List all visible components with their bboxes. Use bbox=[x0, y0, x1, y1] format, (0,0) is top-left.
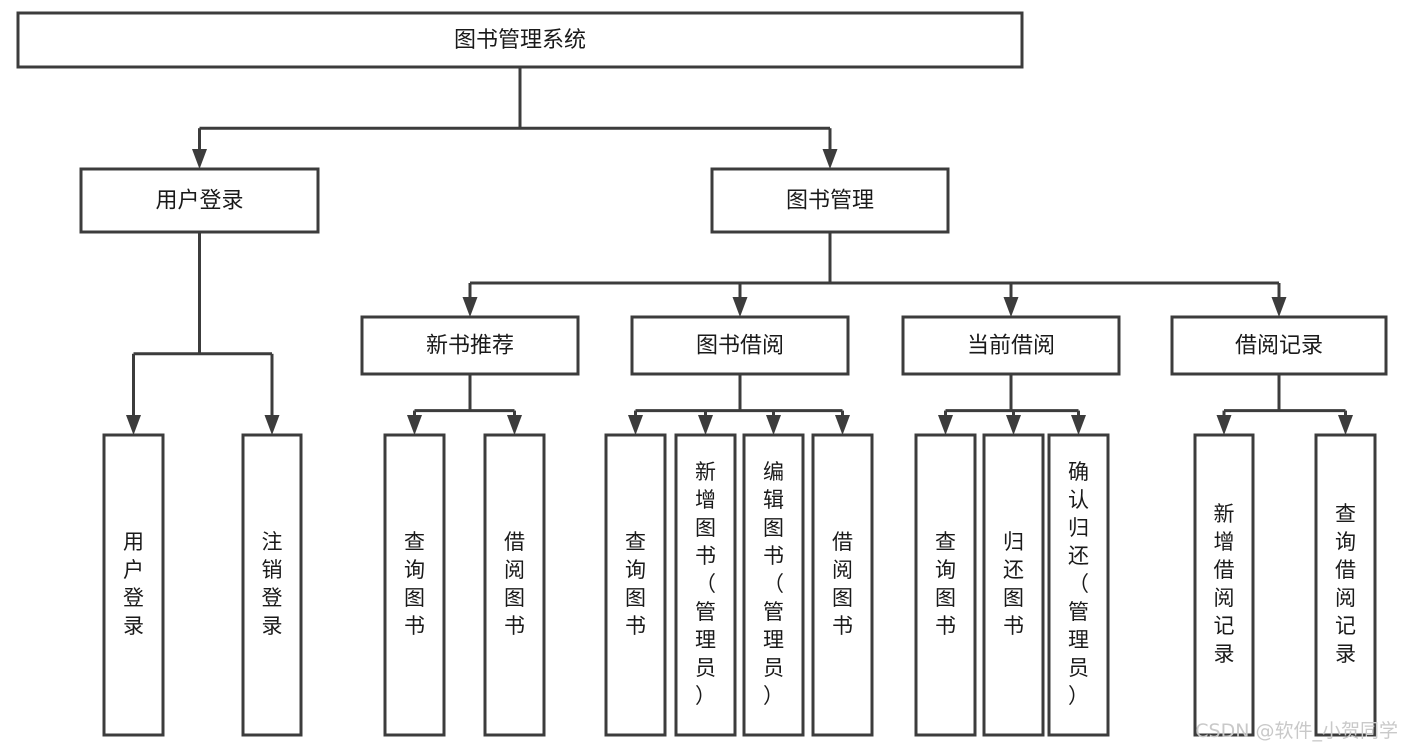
node-leaf-query-book-3[interactable]: 查询图书 bbox=[914, 433, 977, 737]
arrow-head-icon bbox=[264, 415, 280, 435]
arrow-head-icon bbox=[822, 149, 838, 169]
arrow-head-icon bbox=[407, 415, 422, 435]
arrow-head-icon bbox=[766, 415, 781, 435]
node-box[interactable] bbox=[901, 315, 1121, 376]
node-box[interactable] bbox=[710, 167, 950, 234]
node-box[interactable] bbox=[742, 433, 805, 737]
node-leaf-borrow-book-1[interactable]: 借阅图书 bbox=[483, 433, 546, 737]
arrow-head-icon bbox=[1003, 297, 1019, 317]
node-leaf-query-book-1[interactable]: 查询图书 bbox=[383, 433, 446, 737]
node-borrow-record[interactable]: 借阅记录 bbox=[1170, 315, 1388, 376]
node-label: 借阅图书 bbox=[504, 530, 525, 638]
node-leaf-return-book[interactable]: 归还图书 bbox=[982, 433, 1045, 737]
node-box[interactable] bbox=[604, 433, 667, 737]
arrow-head-icon bbox=[462, 297, 478, 317]
node-book-borrow[interactable]: 图书借阅 bbox=[630, 315, 850, 376]
node-box[interactable] bbox=[102, 433, 165, 737]
node-label: 查询图书 bbox=[404, 530, 425, 638]
arrow-head-icon bbox=[507, 415, 522, 435]
node-label: 编辑图书（管理员） bbox=[763, 460, 784, 708]
arrow-head-icon bbox=[732, 297, 748, 317]
arrow-head-icon bbox=[938, 415, 953, 435]
arrow-head-icon bbox=[1216, 415, 1232, 435]
node-label: 新增图书（管理员） bbox=[695, 460, 716, 708]
connector-layer bbox=[126, 67, 1353, 435]
watermark: CSDN @软件_小贺同学 bbox=[1195, 720, 1398, 742]
node-leaf-edit-book[interactable]: 编辑图书（管理员） bbox=[742, 433, 805, 737]
node-label: 查询图书 bbox=[625, 530, 646, 638]
node-new-book-recommend[interactable]: 新书推荐 bbox=[360, 315, 580, 376]
node-leaf-confirm-return[interactable]: 确认归还（管理员） bbox=[1047, 433, 1110, 737]
node-label: 查询图书 bbox=[935, 530, 956, 638]
node-label: 注销登录 bbox=[262, 530, 283, 638]
node-label: 用户登录 bbox=[123, 530, 144, 638]
node-label: 新书推荐 bbox=[426, 334, 514, 359]
arrow-head-icon bbox=[192, 149, 207, 169]
node-leaf-borrow-book-2[interactable]: 借阅图书 bbox=[811, 433, 874, 737]
node-box[interactable] bbox=[79, 167, 320, 234]
node-root-图书管理系统[interactable]: 图书管理系统 bbox=[16, 11, 1024, 69]
node-label: 用户登录 bbox=[155, 189, 243, 214]
node-label: 归还图书 bbox=[1003, 530, 1024, 638]
node-leaf-query-book-2[interactable]: 查询图书 bbox=[604, 433, 667, 737]
arrow-head-icon bbox=[628, 415, 643, 435]
node-box[interactable] bbox=[674, 433, 737, 737]
node-leaf-logout-login[interactable]: 注销登录 bbox=[241, 433, 303, 737]
arrow-head-icon bbox=[1006, 415, 1021, 435]
node-box[interactable] bbox=[811, 433, 874, 737]
node-label: 图书借阅 bbox=[696, 334, 784, 359]
node-leaf-add-record[interactable]: 新增借阅记录 bbox=[1193, 433, 1255, 737]
node-box[interactable] bbox=[1170, 315, 1388, 376]
node-current-borrow[interactable]: 当前借阅 bbox=[901, 315, 1121, 376]
node-label: 图书管理系统 bbox=[454, 28, 586, 53]
node-leaf-user-login[interactable]: 用户登录 bbox=[102, 433, 165, 737]
node-book-manage[interactable]: 图书管理 bbox=[710, 167, 950, 234]
node-box[interactable] bbox=[1047, 433, 1110, 737]
arrow-head-icon bbox=[1338, 415, 1353, 435]
node-user-login[interactable]: 用户登录 bbox=[79, 167, 320, 234]
node-label: 图书管理 bbox=[786, 189, 874, 214]
node-label: 新增借阅记录 bbox=[1214, 502, 1235, 666]
node-label: 借阅图书 bbox=[832, 530, 853, 638]
node-label: 确认归还（管理员） bbox=[1068, 460, 1089, 708]
node-box[interactable] bbox=[1193, 433, 1255, 737]
node-box[interactable] bbox=[1314, 433, 1377, 737]
node-box[interactable] bbox=[360, 315, 580, 376]
arrow-head-icon bbox=[835, 415, 850, 435]
node-box[interactable] bbox=[630, 315, 850, 376]
node-layer: 图书管理系统用户登录图书管理新书推荐图书借阅当前借阅借阅记录用户登录注销登录查询… bbox=[16, 11, 1388, 737]
node-label: 当前借阅 bbox=[967, 334, 1055, 359]
node-leaf-add-book[interactable]: 新增图书（管理员） bbox=[674, 433, 737, 737]
arrow-head-icon bbox=[126, 415, 141, 435]
arrow-head-icon bbox=[1271, 297, 1287, 317]
arrow-head-icon bbox=[698, 415, 713, 435]
node-box[interactable] bbox=[16, 11, 1024, 69]
node-box[interactable] bbox=[483, 433, 546, 737]
node-box[interactable] bbox=[241, 433, 303, 737]
node-box[interactable] bbox=[914, 433, 977, 737]
arrow-head-icon bbox=[1071, 415, 1086, 435]
node-label: 查询借阅记录 bbox=[1335, 502, 1356, 666]
node-box[interactable] bbox=[383, 433, 446, 737]
node-leaf-query-record[interactable]: 查询借阅记录 bbox=[1314, 433, 1377, 737]
node-box[interactable] bbox=[982, 433, 1045, 737]
node-label: 借阅记录 bbox=[1235, 334, 1323, 359]
